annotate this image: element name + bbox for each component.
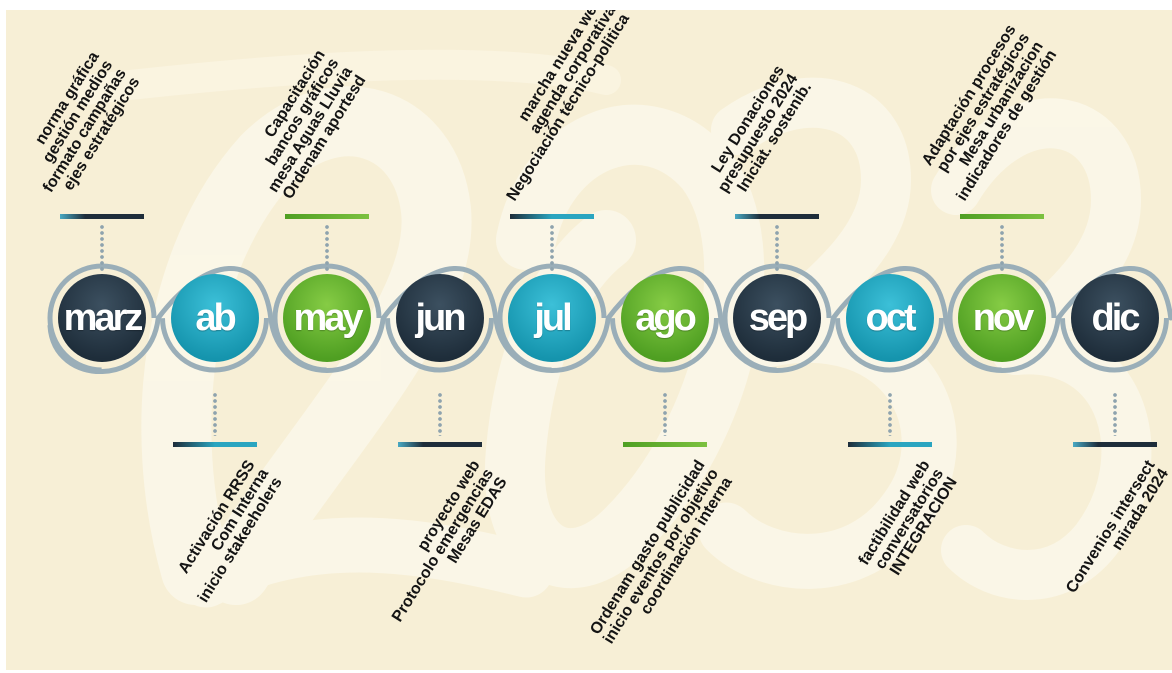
dotted-connector <box>662 392 667 436</box>
month-label: oct <box>865 296 917 339</box>
milestone-bar <box>735 214 819 219</box>
milestone-bar <box>60 214 144 219</box>
dotted-connector <box>775 224 779 272</box>
milestone-bar <box>285 214 369 219</box>
dotted-connector <box>437 392 442 436</box>
dotted-connector <box>212 392 217 436</box>
month-label: may <box>293 296 363 339</box>
month-label: ago <box>635 296 697 339</box>
month-circle-jun: jun <box>395 274 484 362</box>
milestone-bar <box>1072 442 1157 447</box>
milestone-bar <box>510 214 594 219</box>
month-ring <box>160 263 269 373</box>
milestone-bar <box>847 442 932 447</box>
month-circle-may: may <box>283 274 371 362</box>
month-circle-ab: ab <box>170 274 259 362</box>
month-circle-ago: ago <box>620 274 709 362</box>
month-ring <box>835 263 944 373</box>
dotted-connector <box>887 392 892 436</box>
month-ring <box>610 263 719 373</box>
milestone-bar <box>622 442 707 447</box>
milestone-bar <box>397 442 482 447</box>
month-ring <box>1060 263 1169 373</box>
month-circle-oct: oct <box>845 274 934 362</box>
month-label: jul <box>534 296 572 339</box>
month-circle-dic: dic <box>1070 274 1159 362</box>
dotted-connector <box>1000 224 1004 272</box>
milestone-bar <box>172 442 257 447</box>
month-ring <box>385 263 494 373</box>
month-label: nov <box>972 296 1035 339</box>
month-circle-sep: sep <box>733 274 821 362</box>
month-label: marz <box>63 296 144 339</box>
month-circle-marz: marz <box>58 274 146 362</box>
month-label: sep <box>748 296 809 339</box>
month-circle-jul: jul <box>508 274 596 362</box>
dotted-connector <box>100 224 104 272</box>
milestone-bar <box>960 214 1044 219</box>
month-label: dic <box>1091 296 1141 339</box>
dotted-connector <box>1112 392 1117 436</box>
dotted-connector <box>325 224 329 272</box>
month-label: jun <box>415 296 467 339</box>
month-label: ab <box>195 296 236 339</box>
month-circle-nov: nov <box>958 274 1046 362</box>
background-2023-brush-watermark <box>71 49 1152 608</box>
dotted-connector <box>550 224 554 272</box>
